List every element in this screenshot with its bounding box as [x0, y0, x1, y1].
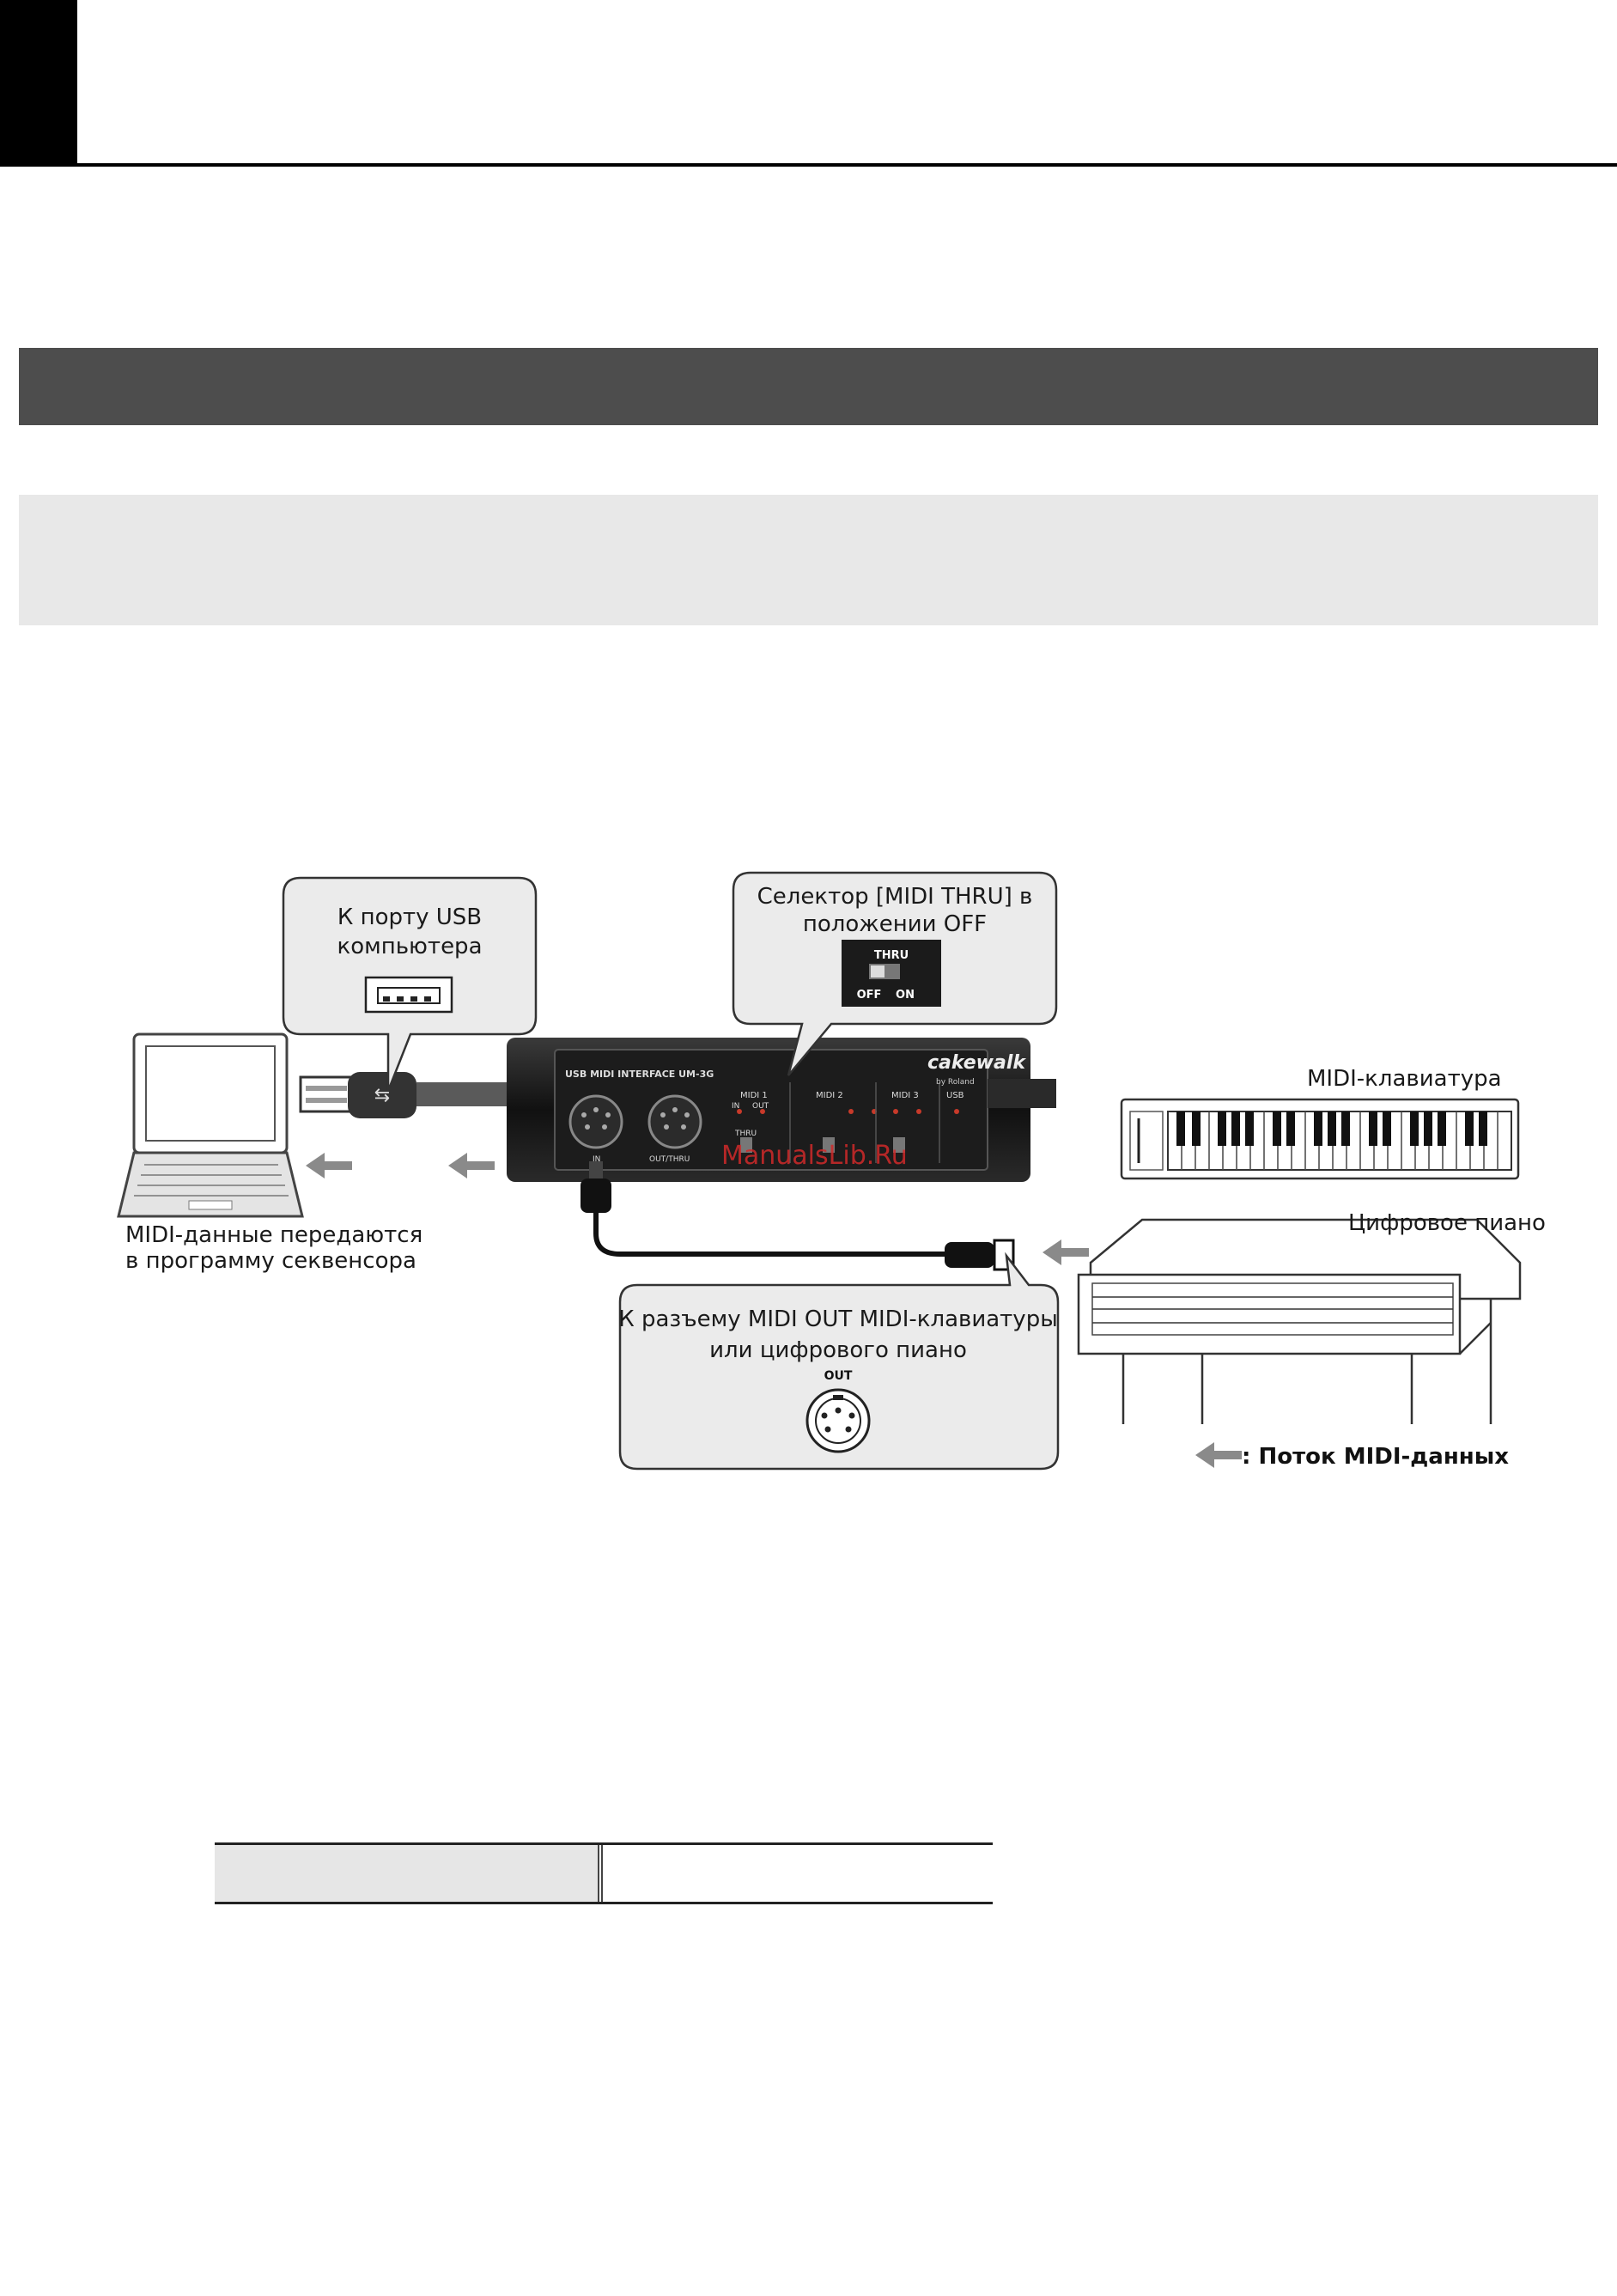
usb-cable: ⇆ [299, 1072, 511, 1118]
midi-keyboard-icon [1120, 1098, 1520, 1180]
midi-out-port-icon [805, 1388, 871, 1453]
note-box [19, 495, 1598, 625]
midi1-in-label: IN [732, 1102, 739, 1111]
midi2-label: MIDI 2 [816, 1091, 843, 1100]
computer-caption-line1: MIDI-данные передаются [125, 1222, 422, 1248]
header-rule [0, 163, 1617, 167]
keyboard-label: MIDI-клавиатура [1307, 1066, 1502, 1092]
laptop-icon [117, 1032, 304, 1218]
spec-table-divider [598, 1845, 603, 1902]
callout-thru-line1: Селектор [MIDI THRU] в [757, 884, 1033, 910]
interface-sub-brand: by Roland [936, 1078, 975, 1087]
computer-caption-line2: в программу секвенсора [125, 1248, 416, 1274]
callout-midi-out-line1: К разъему MIDI OUT MIDI-клавиатуры [618, 1306, 1057, 1332]
callout-thru-line2: положении OFF [803, 911, 987, 937]
midi-out-port-label: OUT [824, 1369, 853, 1383]
digital-piano-icon [1077, 1218, 1522, 1424]
thru-switch-title: THRU [874, 949, 909, 962]
midi1-out-label: OUT [752, 1102, 769, 1111]
thru-switch-off: OFF [857, 989, 882, 1002]
midi1-label: MIDI 1 [740, 1091, 768, 1100]
port-in-label: IN [593, 1155, 600, 1164]
midi1-thru-label: THRU [734, 1130, 757, 1138]
flow-legend: : Поток MIDI-данных [1242, 1444, 1509, 1470]
spec-table [215, 1842, 993, 1904]
usb-led-label: USB [946, 1091, 964, 1100]
midi3-label: MIDI 3 [891, 1091, 919, 1100]
midi-interface: USB MIDI INTERFACE UM-3G cakewalk by Rol… [507, 1038, 1056, 1182]
callout-usb-line1: К порту USB [337, 904, 482, 930]
callout-thru: Селектор [MIDI THRU] в положении OFF THR… [732, 871, 1058, 1076]
connection-diagram: ⇆ [117, 871, 1546, 1471]
callout-usb: К порту USB компьютера [282, 876, 538, 1092]
piano-label: Цифровое пиано [1348, 1210, 1546, 1236]
usb-port-icon [364, 976, 453, 1014]
svg-text:⇆: ⇆ [374, 1085, 390, 1106]
callout-midi-out-line2: или цифрового пиано [709, 1337, 967, 1363]
thru-switch-on: ON [896, 989, 915, 1002]
chapter-tab [0, 0, 77, 166]
thru-switch-icon [842, 940, 941, 1007]
callout-midi-out: К разъему MIDI OUT MIDI-клавиатуры или ц… [618, 1252, 1060, 1471]
interface-model: USB MIDI INTERFACE UM-3G [565, 1069, 714, 1080]
section-bar [19, 348, 1598, 425]
port-out-label: OUT/THRU [649, 1155, 690, 1164]
watermark: ManualsLib.Ru [721, 1141, 908, 1171]
midi-cable [581, 1161, 1015, 1271]
callout-usb-line2: компьютера [337, 934, 482, 959]
flow-arrows [306, 1153, 1242, 1468]
interface-brand: cakewalk [927, 1052, 1026, 1074]
spec-table-header-cell [215, 1845, 598, 1902]
